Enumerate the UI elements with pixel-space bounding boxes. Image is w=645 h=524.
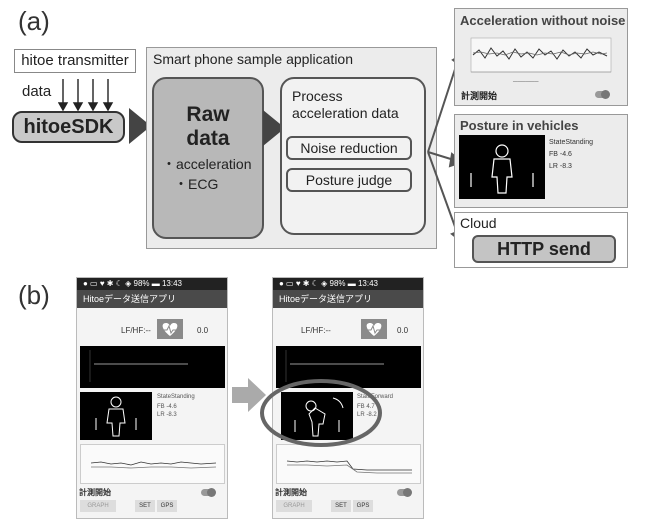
cloud-panel: Cloud HTTP send: [454, 212, 628, 268]
state-left: StateStanding: [157, 394, 195, 400]
start-label-left: 計測開始: [79, 488, 111, 497]
set-button-right[interactable]: SET: [331, 500, 351, 512]
heart-icon: [157, 319, 183, 339]
app-title-right: Hitoeデータ送信アプリ: [273, 290, 423, 308]
acc-toggle[interactable]: [595, 90, 610, 99]
posture-panel: Posture in vehicles StateStanding FB -4.…: [454, 114, 628, 208]
ecg-graph-left: [80, 346, 225, 388]
raw-item-acceleration: ・acceleration: [162, 156, 252, 172]
acceleration-graph: [470, 37, 612, 73]
sdk-to-app-arrow: [129, 108, 151, 144]
forward-lean-figure-icon: [294, 397, 344, 437]
panel-a-label: (a): [18, 6, 50, 36]
posture-box-left: [80, 392, 152, 440]
gps-button-left[interactable]: GPS: [157, 500, 177, 512]
posture-box-right: [281, 392, 353, 440]
lfhf-label-left: LF/HF:--: [121, 326, 151, 335]
panel-b-label: (b): [18, 280, 50, 310]
acceleration-panel: Acceleration without noise ────── 計測開始: [454, 8, 628, 106]
lfhf-value-left: 0.0: [197, 326, 209, 335]
graph-button-right[interactable]: GRAPH: [276, 500, 312, 512]
acc-start-label: 計測開始: [461, 91, 498, 101]
lfhf-label-right: LF/HF:--: [301, 326, 331, 335]
data-label: data: [22, 83, 52, 100]
posture-lr: LR -8.3: [549, 163, 572, 170]
transition-arrow: [232, 378, 266, 412]
heart-icon: [361, 319, 387, 339]
app-title-left: Hitoeデータ送信アプリ: [77, 290, 227, 308]
raw-title-2: data: [186, 127, 230, 150]
raw-data-box: Raw data ・acceleration ・ECG: [152, 77, 264, 239]
gps-button-right[interactable]: GPS: [353, 500, 373, 512]
standing-figure-icon: [470, 144, 534, 194]
standing-figure-icon: [95, 396, 137, 437]
acc-xaxis-label: ──────: [513, 79, 539, 85]
process-title-2: acceleration data: [292, 105, 399, 121]
transmitter-box: hitoe transmitter: [14, 49, 136, 73]
raw-to-process-arrow: [263, 110, 285, 146]
raw-title-1: Raw: [186, 103, 230, 126]
raw-item-ecg: ・ECG: [174, 176, 219, 192]
start-label-right: 計測開始: [275, 488, 307, 497]
cloud-label: Cloud: [460, 215, 497, 231]
acc-graph-left: [80, 444, 225, 484]
process-title-1: Process: [292, 88, 343, 104]
set-button-left[interactable]: SET: [135, 500, 155, 512]
fb-left: FB -4.6: [157, 404, 177, 410]
http-send-box: HTTP send: [472, 235, 616, 263]
posture-state: StateStanding: [549, 139, 593, 146]
acceleration-title: Acceleration without noise: [460, 13, 626, 28]
toggle-right[interactable]: [397, 488, 412, 497]
graph-button-left[interactable]: GRAPH: [80, 500, 116, 512]
acc-graph-right: [276, 444, 421, 484]
posture-fb: FB -4.6: [549, 151, 572, 158]
noise-reduction-box: Noise reduction: [286, 136, 412, 160]
fb-right: FB 4.7: [357, 404, 375, 410]
posture-judge-box: Posture judge: [286, 168, 412, 192]
hitoe-sdk-box: hitoeSDK: [12, 111, 125, 143]
highlight-ellipse: [260, 379, 382, 447]
posture-figure-box: [459, 135, 545, 199]
phone-left: ● ▭ ♥ ✱ ☾ ◈ 98% ▬ 13:43 Hitoeデータ送信アプリ LF…: [76, 277, 228, 519]
status-bar-left: ● ▭ ♥ ✱ ☾ ◈ 98% ▬ 13:43: [77, 278, 227, 290]
lr-left: LR -8.3: [157, 412, 177, 418]
toggle-left[interactable]: [201, 488, 216, 497]
lr-right: LR -8.2: [357, 412, 377, 418]
posture-title: Posture in vehicles: [460, 118, 579, 133]
lfhf-value-right: 0.0: [397, 326, 409, 335]
status-bar-right: ● ▭ ♥ ✱ ☾ ◈ 98% ▬ 13:43: [273, 278, 423, 290]
app-title: Smart phone sample application: [153, 51, 354, 67]
data-arrows: [58, 79, 114, 111]
phone-right: ● ▭ ♥ ✱ ☾ ◈ 98% ▬ 13:43 Hitoeデータ送信アプリ LF…: [272, 277, 424, 519]
